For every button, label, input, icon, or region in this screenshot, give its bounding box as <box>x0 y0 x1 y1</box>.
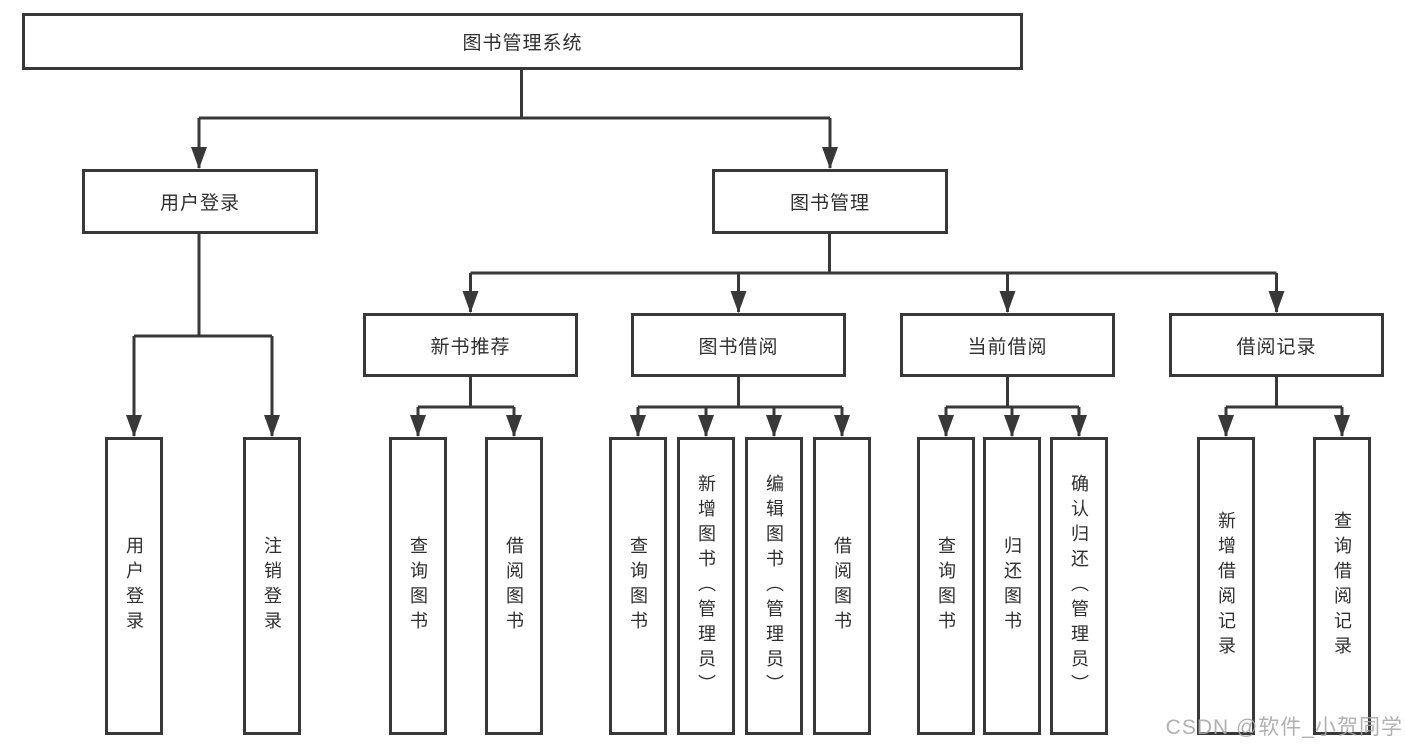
leaf-borrow-add-book-admin: 新增图书（管理员） <box>677 437 735 735</box>
node-borrow-record: 借阅记录 <box>1169 313 1384 377</box>
connector-newbook-to-leaves <box>410 377 522 437</box>
leaf-borrow-query-book: 查询图书 <box>609 437 667 735</box>
leaf-user-login: 用户登录 <box>105 437 163 735</box>
node-new-book-recommend: 新书推荐 <box>363 313 578 377</box>
node-current-borrow: 当前借阅 <box>900 313 1115 377</box>
leaf-current-confirm-return-admin: 确认归还（管理员） <box>1050 437 1108 735</box>
connector-root-to-level2 <box>191 69 838 169</box>
leaf-record-query-borrow-record: 查询借阅记录 <box>1313 437 1371 735</box>
node-user-login: 用户登录 <box>82 169 318 234</box>
connector-bookmgmt-to-level3 <box>462 234 1285 313</box>
leaf-current-query-book: 查询图书 <box>917 437 975 735</box>
connector-userlogin-to-leaves <box>126 234 280 437</box>
node-book-management: 图书管理 <box>712 169 948 234</box>
connector-bookborrow-to-leaves <box>630 377 850 437</box>
leaf-current-return-book: 归还图书 <box>983 437 1041 735</box>
leaf-logout: 注销登录 <box>243 437 301 735</box>
node-root-system: 图书管理系统 <box>22 13 1023 70</box>
node-book-borrow: 图书借阅 <box>631 313 846 377</box>
leaf-record-add-borrow-record: 新增借阅记录 <box>1197 437 1255 735</box>
leaf-newbook-borrow-book: 借阅图书 <box>485 437 543 735</box>
leaf-borrow-borrow-book: 借阅图书 <box>813 437 871 735</box>
connector-currentborrow-to-leaves <box>938 377 1087 437</box>
leaf-newbook-query-book: 查询图书 <box>389 437 447 735</box>
leaf-borrow-edit-book-admin: 编辑图书（管理员） <box>745 437 803 735</box>
csdn-watermark: CSDN @软件_小贺同学 <box>1165 716 1403 739</box>
connector-borrowrecord-to-leaves <box>1218 377 1350 437</box>
